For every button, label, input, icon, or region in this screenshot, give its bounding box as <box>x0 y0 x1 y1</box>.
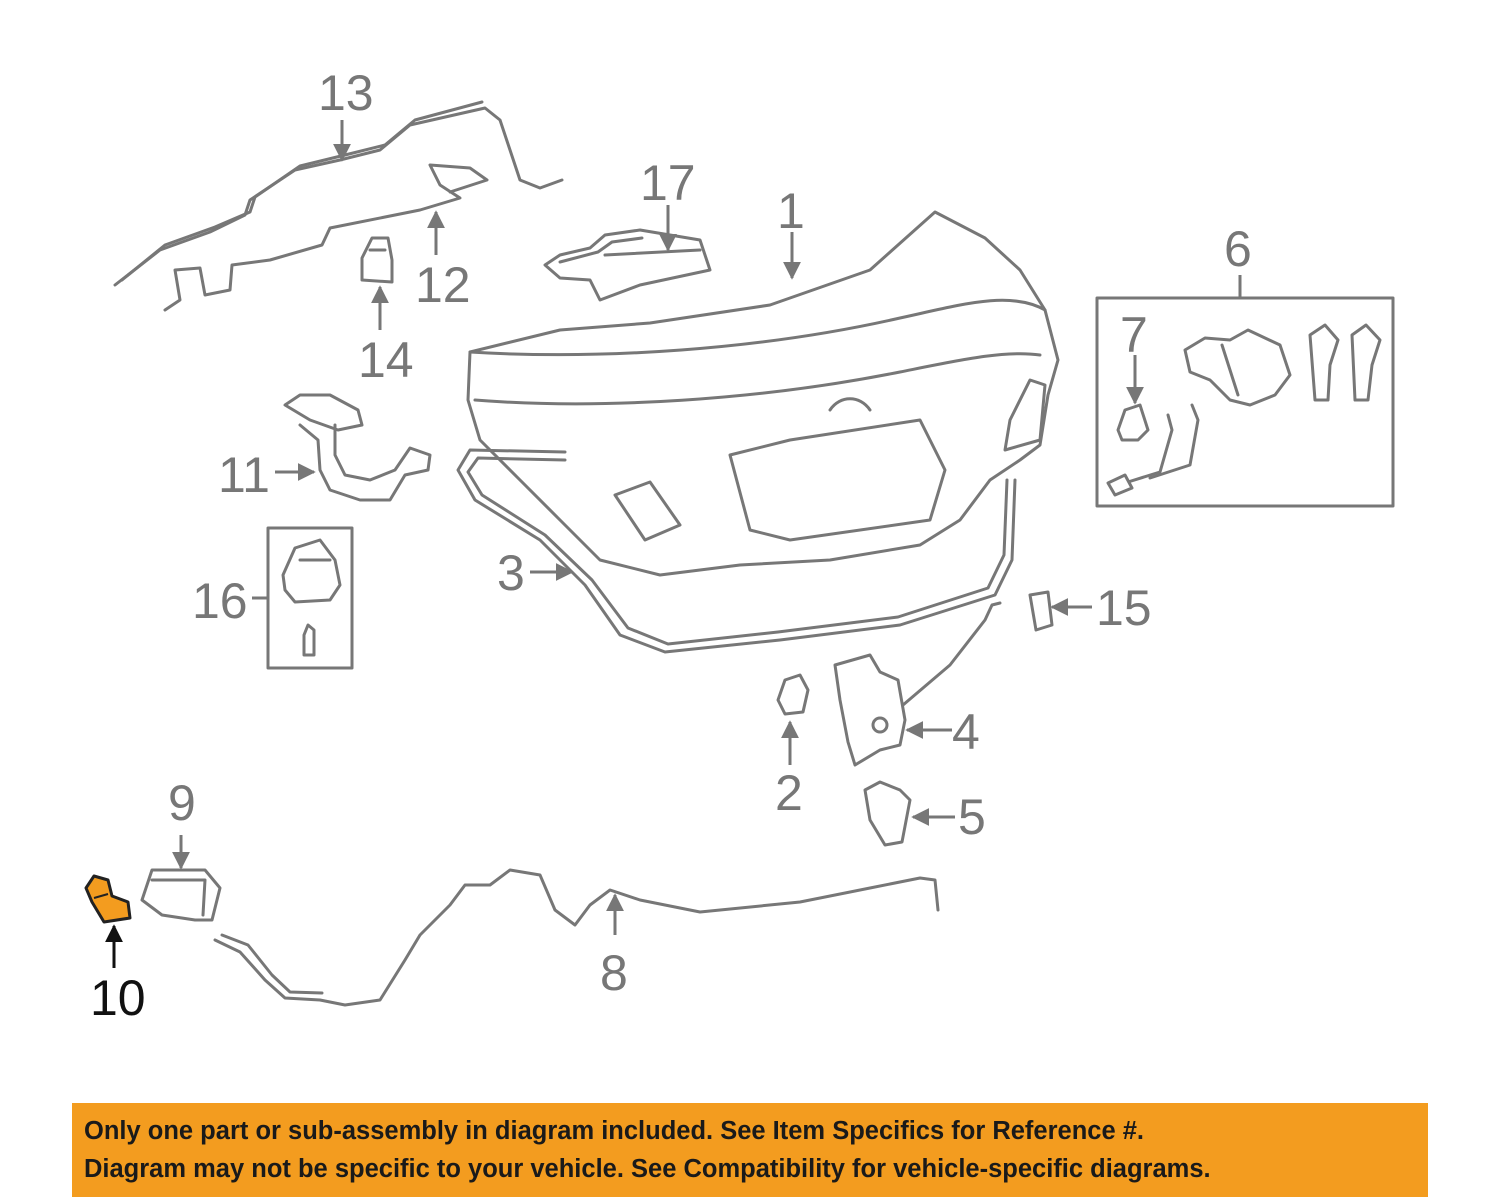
callout-16: 16 <box>192 573 248 629</box>
part-13-rod <box>113 100 564 287</box>
part-6-lock-assembly <box>1095 296 1395 508</box>
part-11-harness <box>283 393 432 502</box>
part-5-cover <box>863 780 912 847</box>
callout-12: 12 <box>415 257 471 313</box>
callout-11: 11 <box>218 447 270 503</box>
callout-5: 5 <box>958 789 986 845</box>
callout-17: 17 <box>640 155 696 211</box>
callout-10: 10 <box>90 970 146 1026</box>
callout-8: 8 <box>600 945 628 1001</box>
part-4-latch <box>833 601 1002 767</box>
part-15-pad <box>1028 590 1054 632</box>
callout-15: 15 <box>1096 580 1152 636</box>
part-2-bumper <box>776 673 810 716</box>
part-12-rod <box>163 163 489 312</box>
callout-3: 3 <box>497 545 525 601</box>
callout-13: 13 <box>318 65 374 121</box>
callout-labels: 13 12 14 17 1 6 7 11 16 3 15 4 2 5 9 10 … <box>90 65 1252 1026</box>
callout-1: 1 <box>777 183 805 239</box>
part-3-weatherstrip <box>456 448 1017 654</box>
callout-7: 7 <box>1120 307 1148 363</box>
disclaimer-banner: Only one part or sub-assembly in diagram… <box>72 1103 1428 1197</box>
part-17-handle <box>543 228 712 302</box>
disclaimer-line-1: Only one part or sub-assembly in diagram… <box>84 1117 1144 1145</box>
callout-4: 4 <box>952 704 980 760</box>
disclaimer-line-2: Diagram may not be specific to your vehi… <box>84 1155 1211 1183</box>
part-1-trunk-lid <box>466 210 1060 577</box>
callout-14: 14 <box>358 332 414 388</box>
leader-lines <box>105 120 1242 968</box>
part-10-highlighted <box>84 874 132 924</box>
callout-9: 9 <box>168 775 196 831</box>
part-16-light-socket <box>266 526 354 670</box>
part-14-clip <box>360 236 394 284</box>
part-8-cable <box>213 868 940 1007</box>
callout-6: 6 <box>1224 221 1252 277</box>
part-9-block <box>140 868 222 922</box>
callout-2: 2 <box>775 765 803 821</box>
